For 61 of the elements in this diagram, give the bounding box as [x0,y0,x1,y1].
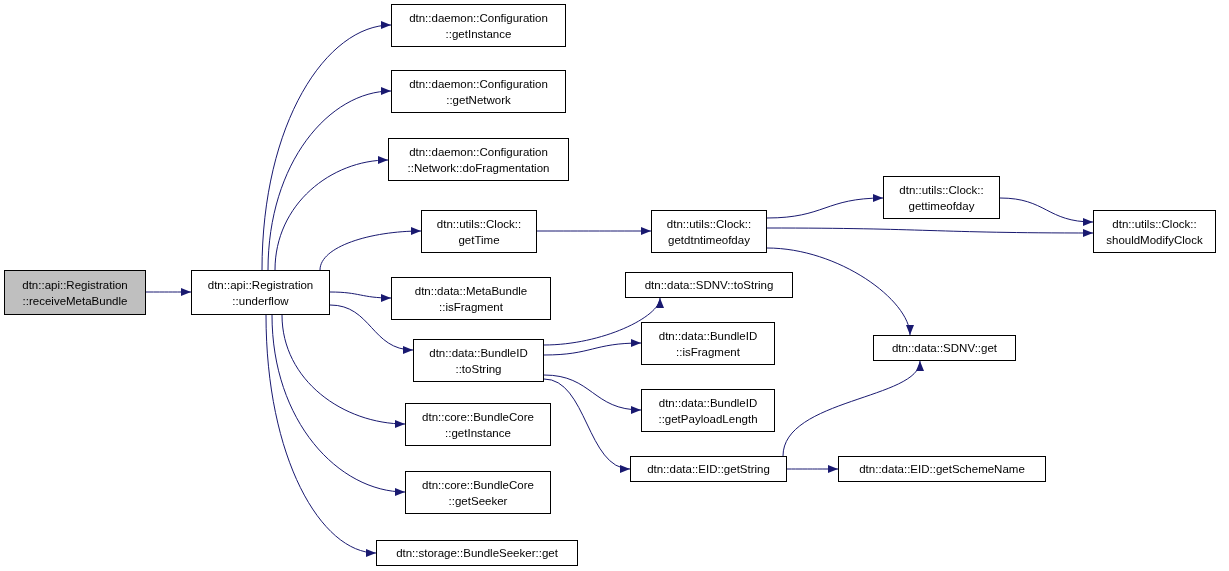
arrow [274,156,389,271]
function-name: dtn::data::BundleID ::getPayloadLength [657,395,759,427]
function-box [641,389,775,432]
function-name: dtn::daemon::Configuration ::Network::doFragmentation [406,144,551,176]
arrow [543,297,662,346]
function-name: dtn::data::MetaBundle ::isFragment [413,283,529,315]
function-box [421,210,537,253]
function-name: dtn::utils::Clock:: shouldModifyClock [1105,216,1204,248]
arrow [543,374,642,414]
function-box [413,339,544,382]
arrow [329,304,414,354]
function-name: dtn::daemon::Configuration ::getNetwork [408,76,549,108]
function-name: dtn::data::EID::getSchemeName [859,462,1025,477]
function-name: dtn::core::BundleCore ::getInstance [421,409,535,441]
arrow [319,227,422,271]
function-box [641,322,775,365]
function-box [376,540,578,566]
function-name: dtn::storage::BundleSeeker::get [396,546,558,561]
function-name: dtn::data::BundleID ::isFragment [657,328,759,360]
arrow [766,194,884,219]
function-box [651,210,767,253]
arrow [265,314,377,556]
function-box [405,471,551,514]
arrow [145,288,192,296]
function-name: dtn::api::Registration ::receiveMetaBundle [21,277,129,309]
function-box [625,272,793,298]
function-name: dtn::api::Registration ::underflow [206,277,315,309]
function-name: dtn::daemon::Configuration ::getInstance [408,10,549,42]
arrow [267,87,392,271]
arrow [999,197,1094,226]
function-box [4,270,146,315]
arrow [271,314,406,496]
function-box [391,4,566,47]
arrow [536,227,652,235]
arrow [786,465,839,473]
function-name: dtn::core::BundleCore ::getSeeker [421,477,535,509]
arrow [766,227,1094,237]
function-name: dtn::data::SDNV::toString [644,278,774,293]
arrow [766,247,913,336]
function-box [405,403,551,446]
function-box [630,456,787,482]
function-box [1093,210,1216,253]
arrow [281,314,406,428]
arrow [261,22,392,271]
function-name: dtn::utils::Clock:: getTime [435,216,523,248]
function-box [391,277,551,320]
arrow [782,360,921,457]
function-box [388,138,569,181]
arrow [329,291,392,302]
function-name: dtn::data::BundleID ::toString [428,345,529,377]
function-box [391,70,566,113]
function-box [873,335,1016,361]
function-name: dtn::data::SDNV::get [891,341,998,356]
function-box [883,176,1000,219]
function-name: dtn::utils::Clock:: gettimeofday [898,182,985,214]
arrow [543,339,642,356]
arrow [543,378,631,472]
function-name: dtn::data::EID::getString [647,462,770,477]
function-name: dtn::utils::Clock:: getdtntimeofday [665,216,753,248]
function-box [838,456,1046,482]
function-box [191,270,330,315]
